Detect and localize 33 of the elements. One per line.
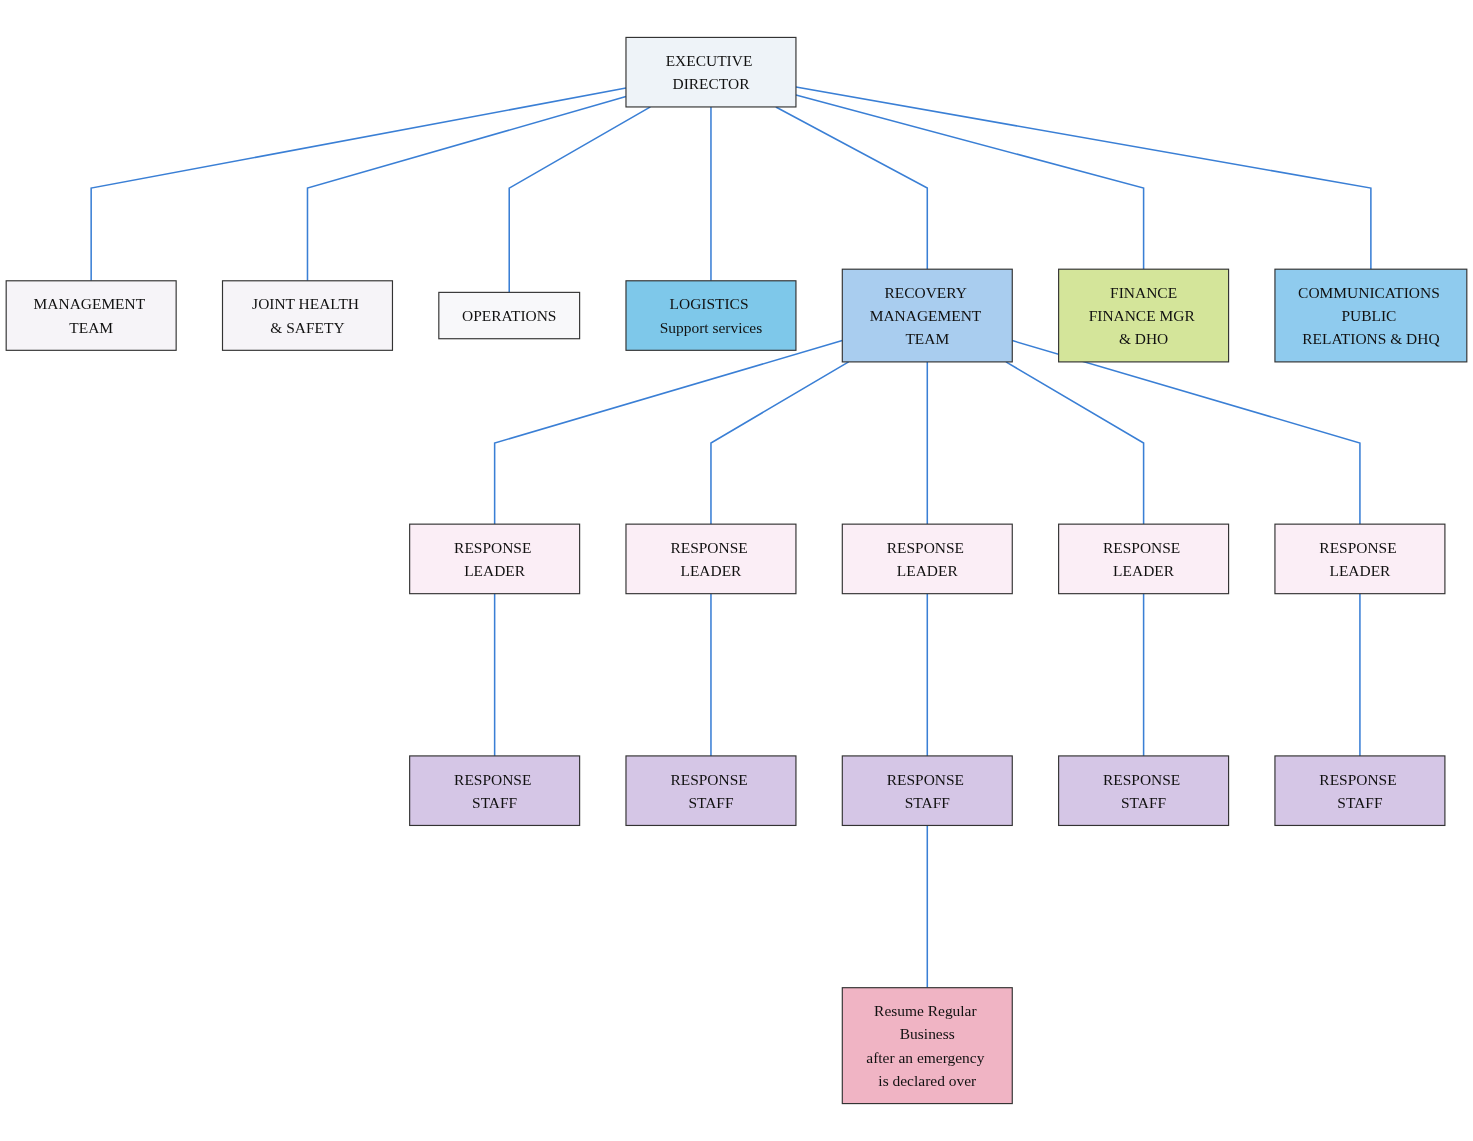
node-box: MANAGEMENT TEAM: [5, 280, 177, 351]
connector: [710, 592, 712, 757]
node-box: RESPONSE STAFF: [409, 755, 581, 827]
connector: [1142, 592, 1145, 757]
connector: [795, 86, 1372, 270]
connector: [710, 361, 850, 525]
node-box: RESPONSE STAFF: [841, 755, 1013, 827]
connector: [1005, 361, 1145, 525]
node-box: RESPONSE LEADER: [409, 523, 581, 595]
node-box: Resume Regular Business after an emergency is declared over: [841, 987, 1013, 1105]
node-box: RESPONSE STAFF: [1274, 755, 1446, 827]
node-box: OPERATIONS: [438, 291, 581, 340]
node-box: RESPONSE LEADER: [841, 523, 1013, 595]
node-box: COMMUNICATIONS PUBLIC RELATIONS & DHQ: [1274, 268, 1468, 363]
node-box: RESPONSE LEADER: [625, 523, 797, 595]
node-box: RESPONSE STAFF: [1058, 755, 1230, 827]
connector: [508, 106, 652, 294]
connector: [926, 824, 929, 989]
connector: [493, 592, 496, 757]
connector: [775, 106, 929, 270]
connector: [1359, 592, 1361, 757]
node-box: FINANCE FINANCE MGR & DHO: [1058, 268, 1230, 363]
node-box: JOINT HEALTH & SAFETY: [221, 280, 394, 351]
connector: [710, 106, 712, 282]
node-box: RESPONSE LEADER: [1058, 523, 1230, 595]
node-box: LOGISTICS Support services: [625, 280, 797, 351]
node-box: EXECUTIVE DIRECTOR: [625, 36, 797, 108]
node-box: RESPONSE LEADER: [1274, 523, 1446, 595]
connector: [926, 361, 929, 525]
connector: [795, 94, 1145, 270]
node-box: RECOVERY MANAGEMENT TEAM: [841, 268, 1013, 363]
node-box: RESPONSE STAFF: [625, 755, 797, 827]
connector: [926, 592, 929, 757]
